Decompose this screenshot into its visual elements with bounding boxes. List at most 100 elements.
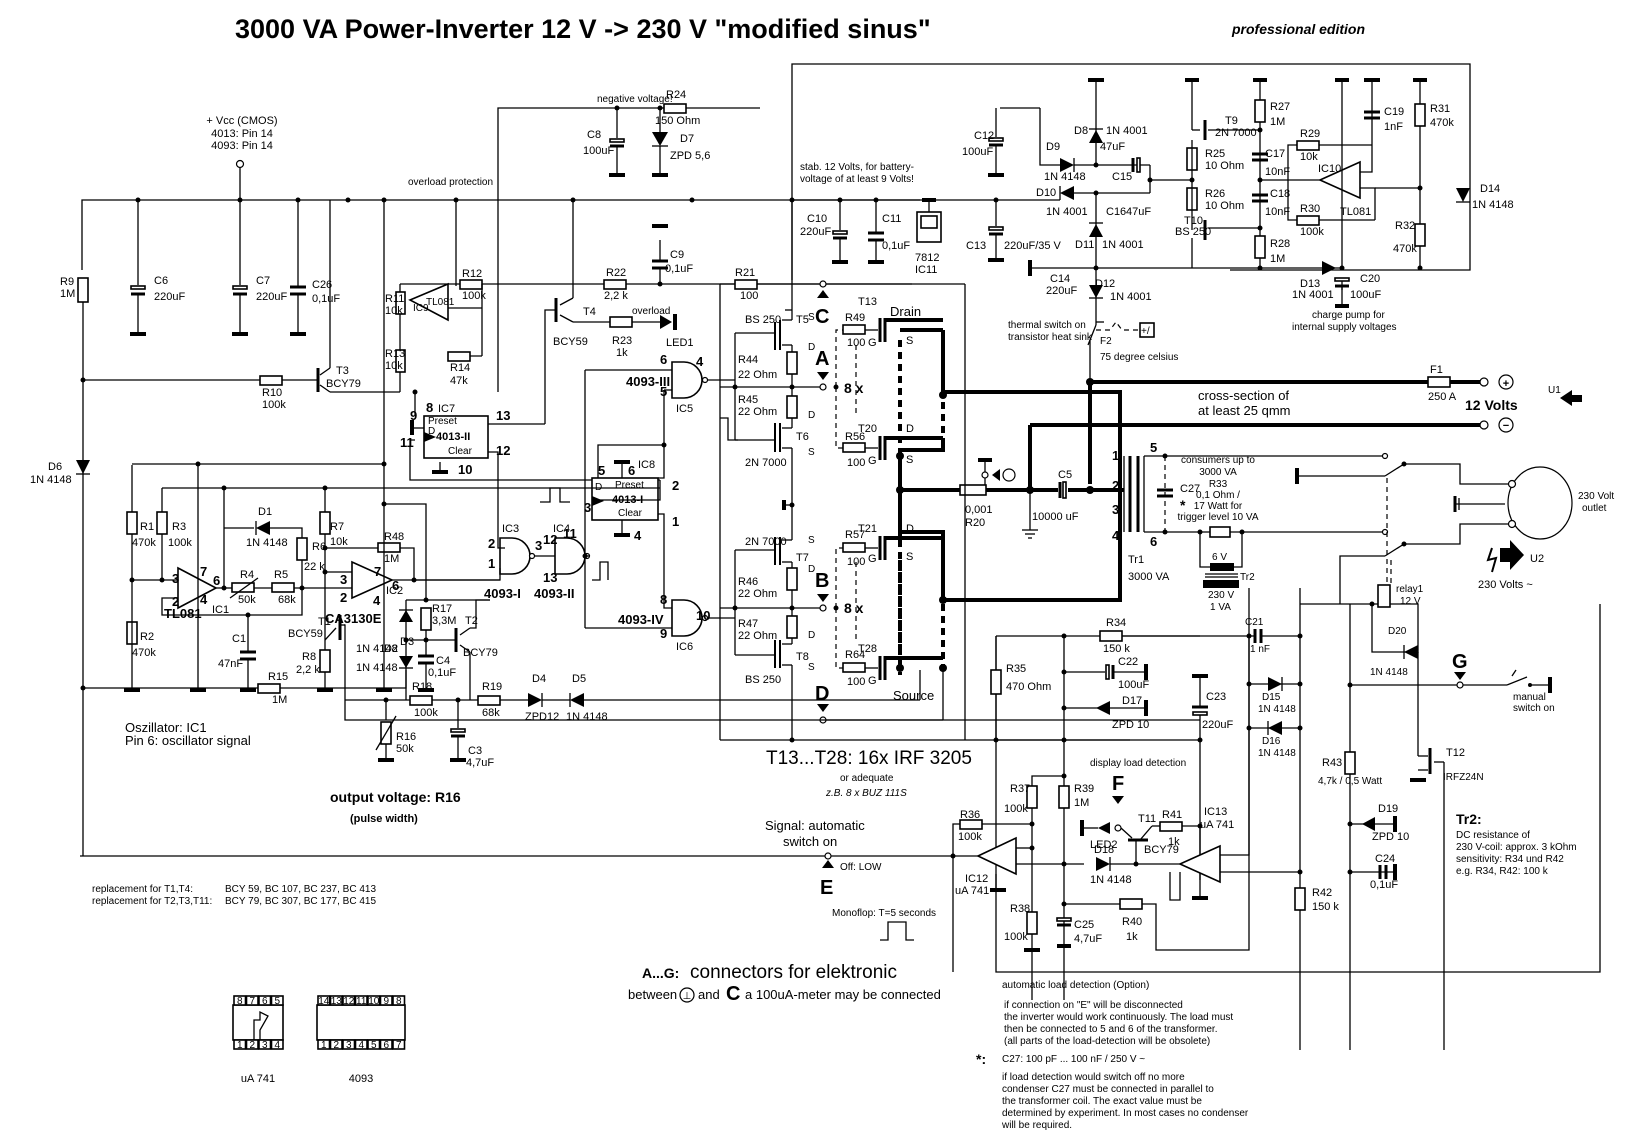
- svg-text:68k: 68k: [278, 594, 296, 606]
- svg-text:S: S: [906, 454, 913, 466]
- svg-text:1: 1: [1112, 448, 1119, 463]
- svg-text:if connection on "E" will be: if connection on "E" will be disconnecte…: [1004, 1000, 1183, 1011]
- svg-text:R13: R13: [385, 348, 405, 360]
- svg-text:75 degree celsius: 75 degree celsius: [1100, 352, 1178, 363]
- svg-text:*:: *:: [976, 1051, 986, 1067]
- ic-pin-box: [245, 1039, 259, 1050]
- svg-text:transistor heat sink: transistor heat sink: [1008, 332, 1093, 343]
- svg-text:100k: 100k: [414, 707, 438, 719]
- svg-text:12: 12: [543, 532, 557, 547]
- svg-text:100uF: 100uF: [1118, 679, 1149, 691]
- svg-text:T13: T13: [858, 296, 877, 308]
- svg-text:47uF: 47uF: [1100, 141, 1125, 153]
- svg-text:R64: R64: [845, 649, 865, 661]
- svg-text:6: 6: [392, 578, 399, 593]
- svg-text:S: S: [808, 447, 815, 458]
- vcc-note-2: 4013: Pin 14: [211, 128, 273, 140]
- svg-text:4093-IV: 4093-IV: [618, 612, 664, 627]
- svg-text:R4: R4: [240, 569, 254, 581]
- svg-text:22 Ohm: 22 Ohm: [738, 369, 777, 381]
- svg-text:6: 6: [628, 463, 635, 478]
- svg-text:D: D: [808, 630, 815, 641]
- svg-text:R18: R18: [412, 681, 432, 693]
- svg-text:will be required.: will be required.: [1001, 1120, 1072, 1130]
- svg-text:1N 4148: 1N 4148: [1370, 667, 1408, 678]
- svg-text:R19: R19: [482, 681, 502, 693]
- svg-text:6: 6: [1150, 534, 1157, 549]
- svg-text:R39: R39: [1074, 783, 1094, 795]
- svg-text:Tr1: Tr1: [1128, 554, 1144, 566]
- svg-text:stab. 12 Volts, for battery-: stab. 12 Volts, for battery-: [800, 162, 914, 173]
- svg-text:220uF: 220uF: [1202, 719, 1233, 731]
- svg-text:G: G: [868, 675, 877, 687]
- svg-text:1N 4148: 1N 4148: [566, 711, 608, 723]
- svg-text:47uF: 47uF: [1126, 206, 1151, 218]
- svg-text:ZPD12: ZPD12: [525, 711, 559, 723]
- svg-text:2N 7000: 2N 7000: [745, 536, 787, 548]
- svg-text:Signal: automatic: Signal: automatic: [765, 818, 865, 833]
- svg-text:T2: T2: [465, 615, 478, 627]
- svg-text:10 Ohm: 10 Ohm: [1205, 200, 1244, 212]
- svg-text:F1: F1: [1430, 364, 1443, 376]
- ic-pin-number: 7: [396, 1040, 402, 1051]
- svg-text:4093-I: 4093-I: [484, 586, 521, 601]
- ic-pin-box: [379, 995, 393, 1006]
- svg-text:IC9: IC9: [413, 303, 429, 314]
- svg-text:17 Watt for: 17 Watt for: [1194, 501, 1243, 512]
- svg-text:T1: T1: [318, 616, 331, 628]
- svg-text:12 V: 12 V: [1400, 596, 1421, 607]
- svg-text:Preset: Preset: [428, 416, 457, 427]
- ic-pin-box: [258, 995, 272, 1006]
- svg-text:1: 1: [488, 556, 495, 571]
- connector-E-terminal[interactable]: [824, 852, 832, 860]
- svg-text:IC3: IC3: [502, 523, 519, 535]
- svg-text:IC11: IC11: [915, 264, 937, 276]
- svg-text:R40: R40: [1122, 916, 1142, 928]
- ic-pin-number: 3: [262, 1040, 268, 1051]
- svg-text:1: 1: [672, 514, 679, 529]
- svg-text:10: 10: [696, 608, 710, 623]
- svg-text:uA 741: uA 741: [241, 1073, 275, 1085]
- svg-text:S: S: [906, 551, 913, 563]
- svg-text:switch on: switch on: [783, 834, 837, 849]
- svg-text:C: C: [726, 983, 740, 1005]
- resistor-R9: R9 1M: [60, 276, 89, 450]
- svg-text:CA3130E: CA3130E: [325, 611, 382, 626]
- svg-text:6 V: 6 V: [1212, 552, 1227, 563]
- svg-text:R31: R31: [1430, 103, 1450, 115]
- svg-text:R16: R16: [396, 731, 416, 743]
- battery-minus-terminal[interactable]: [1479, 420, 1489, 430]
- svg-text:ZPD 5,6: ZPD 5,6: [670, 150, 710, 162]
- svg-text:the inverter would work conti: the inverter would work continuously. Th…: [1004, 1012, 1233, 1023]
- svg-text:R27: R27: [1270, 101, 1290, 113]
- battery-plus-terminal[interactable]: [1479, 377, 1489, 387]
- ic-pin-box: [342, 1039, 356, 1050]
- svg-text:C: C: [815, 306, 829, 328]
- svg-text:1N 4148: 1N 4148: [1258, 704, 1296, 715]
- ic-pin-box: [392, 995, 406, 1006]
- vcc-rail: [81, 159, 920, 270]
- svg-text:100: 100: [740, 290, 758, 302]
- svg-text:D: D: [808, 564, 815, 575]
- svg-text:charge pump for: charge pump for: [1312, 310, 1385, 321]
- svg-text:Tr2:: Tr2:: [1456, 811, 1482, 827]
- ic-pin-box: [233, 1039, 247, 1050]
- svg-text:4093: 4093: [349, 1073, 373, 1085]
- svg-text:4093-III: 4093-III: [626, 374, 670, 389]
- svg-text:C24: C24: [1375, 853, 1395, 865]
- svg-text:1M: 1M: [1074, 797, 1089, 809]
- svg-text:100: 100: [847, 676, 865, 688]
- ic-pin-number: 4: [274, 1040, 280, 1051]
- svg-text:U1: U1: [1548, 385, 1561, 396]
- svg-text:*: *: [1180, 497, 1186, 513]
- svg-text:10k: 10k: [385, 360, 403, 372]
